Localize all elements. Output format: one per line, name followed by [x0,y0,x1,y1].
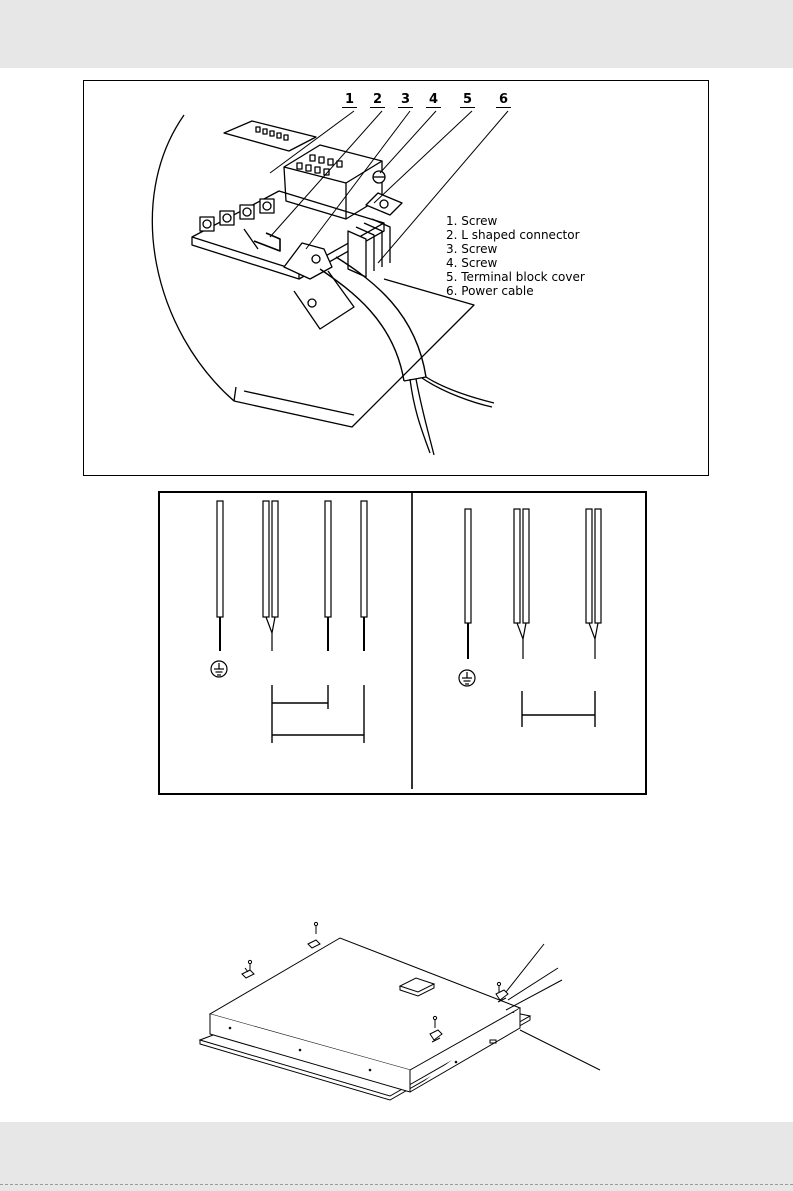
callout-1: 1 [342,93,357,108]
legend-item: 6. Power cable [446,284,585,298]
wiring-diagram [160,493,645,793]
left-wiring-panel [211,501,367,743]
hob-edge [152,115,234,401]
legend-item: 2. L shaped connector [446,228,585,242]
terminal-block-illustration [84,81,710,477]
screw-icon [314,922,317,934]
legend-item: 4. Screw [446,256,585,270]
callout-4: 4 [426,93,441,108]
earth-ground-icon [459,670,475,686]
screw-icon [248,960,251,970]
right-wiring-panel [459,509,601,727]
terminal-block-figure: 1 2 3 4 5 6 1. Screw 2. L shaped connect… [83,80,709,476]
screw-icon [497,982,500,992]
callout-3: 3 [398,93,413,108]
legend-item: 1. Screw [446,214,585,228]
mounting-bracket-icon [242,968,254,978]
mounting-bracket-icon [308,940,320,948]
hob-mounting-figure [190,910,610,1110]
cut-line [0,1184,793,1185]
callout-6: 6 [496,93,511,108]
wiring-diagram-figure [158,491,647,795]
callout-5: 5 [460,93,475,108]
legend-item: 5. Terminal block cover [446,270,585,284]
parts-legend: 1. Screw 2. L shaped connector 3. Screw … [446,214,585,298]
callout-2: 2 [370,93,385,108]
page-footer-band [0,1122,793,1191]
earth-ground-icon [211,661,227,677]
legend-item: 3. Screw [446,242,585,256]
page-header-band [0,0,793,68]
hob-mounting-illustration [190,910,610,1110]
